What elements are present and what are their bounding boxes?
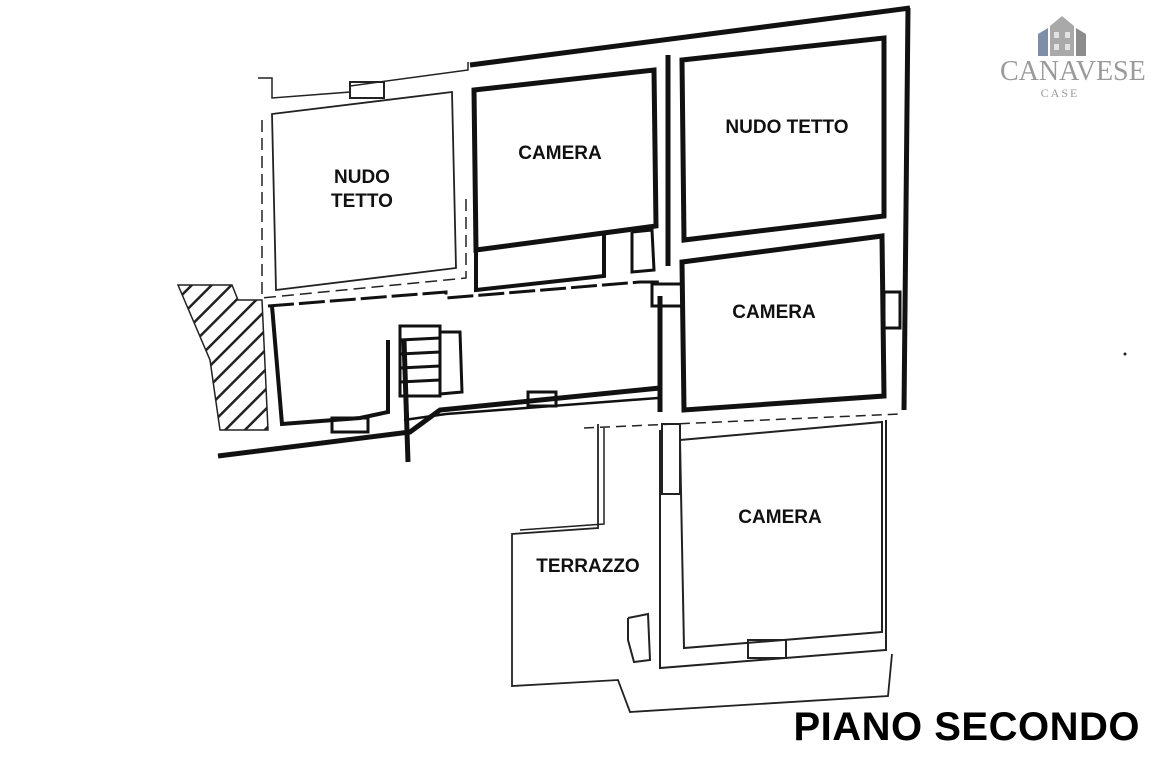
- camera-top-lower-wall: [474, 232, 606, 293]
- label-nudo-tetto-left-line2: TETTO: [331, 191, 393, 212]
- right-outer-wall: [901, 7, 911, 411]
- door-bottom-left: [661, 423, 681, 495]
- label-terrazzo: TERRAZZO: [536, 556, 640, 577]
- house-logo-icon: [1038, 16, 1086, 56]
- window-right: [882, 290, 902, 330]
- canavese-case-logo: CANAVESE CASE: [1000, 12, 1146, 102]
- logo-sub: CASE: [1040, 86, 1080, 100]
- outline-top-left: [258, 62, 469, 99]
- window-corridor: [330, 416, 370, 434]
- room-nudo-tetto-right-wall: [679, 35, 887, 243]
- label-camera-middle: CAMERA: [732, 302, 816, 323]
- outline-left-room-outer: [261, 120, 467, 299]
- floor-title: PIANO SECONDO: [793, 705, 1140, 749]
- terrazzo-outline: [511, 424, 893, 713]
- terrazzo-inner: [519, 428, 605, 531]
- dashed-divider: [583, 413, 901, 429]
- window-top-left: [349, 81, 385, 99]
- label-nudo-tetto-right: NUDO TETTO: [725, 117, 849, 138]
- corridor-top-wall: [267, 280, 660, 308]
- terrazzo-planter: [627, 612, 652, 664]
- corridor-bottom-wall: [217, 385, 661, 459]
- label-camera-top: CAMERA: [518, 143, 602, 164]
- stairs: [398, 324, 464, 398]
- window-corridor-right: [526, 390, 558, 408]
- label-camera-bottom: CAMERA: [738, 507, 822, 528]
- door-middle: [650, 282, 684, 308]
- top-wall: [469, 5, 911, 68]
- label-nudo-tetto-left-line1: NUDO: [334, 167, 390, 188]
- logo-brand: CANAVESE: [1000, 56, 1146, 87]
- room-camera-bottom-wall: [678, 420, 883, 650]
- stair-wall-left: [401, 339, 411, 463]
- label-nudo-tetto-left: NUDO TETTO: [322, 166, 402, 214]
- window-bottom: [747, 639, 787, 659]
- camera-bottom-outer: [659, 420, 887, 670]
- small-partition: [630, 228, 656, 274]
- corridor-inner-wall: [403, 396, 659, 422]
- hatched-wall: [176, 284, 269, 431]
- room-camera-middle-wall: [679, 233, 887, 413]
- room-camera-top-wall: [471, 67, 659, 253]
- dot-marker: [1123, 352, 1127, 356]
- corridor-left-wall: [270, 305, 390, 427]
- room-nudo-tetto-left-wall: [271, 90, 457, 292]
